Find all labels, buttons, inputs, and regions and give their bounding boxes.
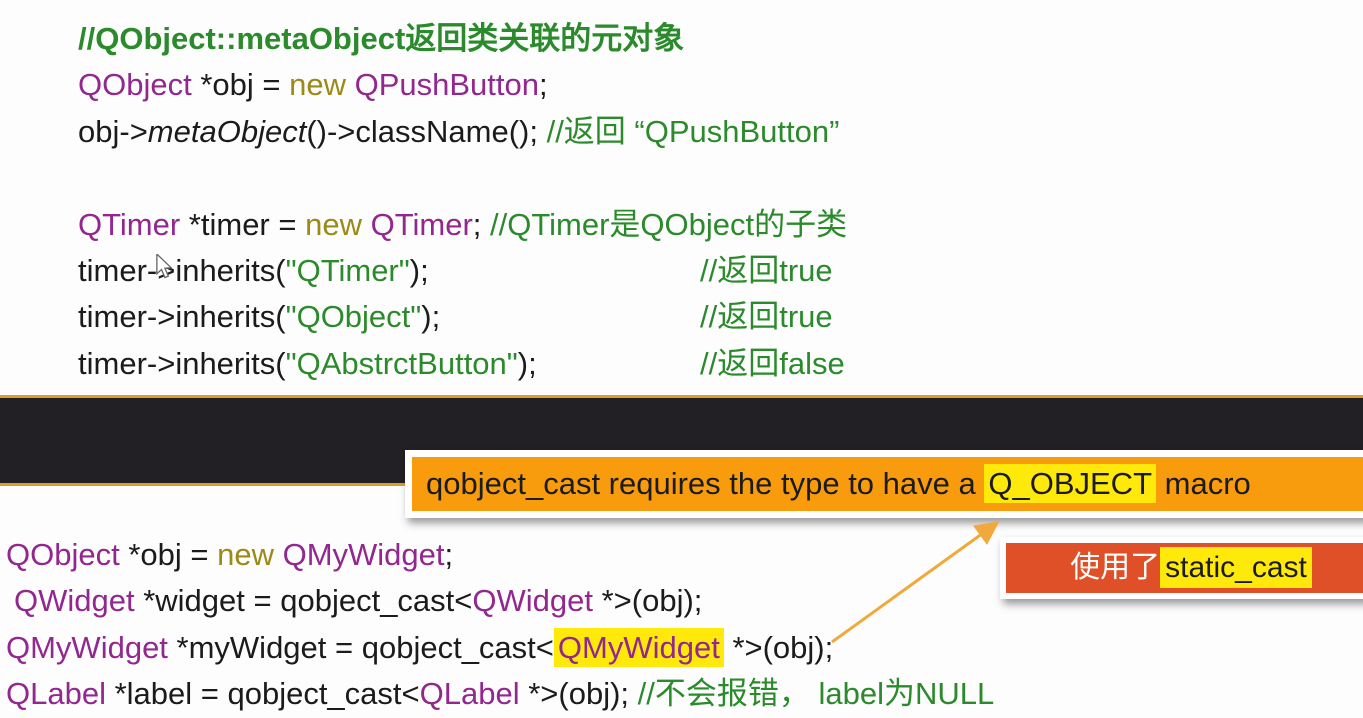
code-segment: QTimer [370, 206, 473, 242]
code-segment: "QAbstrctButton" [285, 345, 518, 381]
code-line: QLabel *label = qobject_cast<QLabel *>(o… [6, 671, 1363, 717]
code-segment: static_cast [1160, 547, 1312, 588]
code-segment: qobject_cast requires the type to have a [426, 466, 985, 501]
code-line [78, 155, 1358, 201]
code-segment: 使用了 [1070, 551, 1161, 584]
code-line: QTimer *timer = new QTimer; //QTimer是QOb… [78, 202, 1358, 248]
code-segment: ; [444, 537, 454, 572]
code-segment: "QObject" [285, 299, 422, 335]
code-segment: *timer = [180, 206, 306, 242]
inline-comment: //返回false [700, 345, 845, 381]
code-segment: ); [409, 252, 429, 288]
code-segment: QMyWidget [282, 537, 445, 572]
code-segment: //QObject::metaObject返回类关联的元对象 [78, 21, 685, 56]
code-segment: QWidget [472, 583, 593, 619]
callout-qobject-cast-text: qobject_cast requires the type to have a… [412, 457, 1363, 511]
code-line: QObject *obj = new QMyWidget; [6, 532, 1363, 578]
code-segment: timer->inherits( [78, 299, 286, 335]
code-segment: ); [421, 299, 441, 335]
code-line: QObject *obj = new QPushButton; [78, 62, 1358, 108]
code-segment: //不会报错， label为NULL [637, 676, 995, 712]
code-line: obj->metaObject()->className(); //返回 “QP… [78, 109, 1358, 155]
code-segment: timer->inherits( [78, 345, 286, 381]
code-segment: QMyWidget [6, 629, 168, 665]
code-line: //QObject::metaObject返回类关联的元对象 [78, 16, 1358, 62]
code-segment: ; [472, 206, 491, 242]
code-segment: *obj = [119, 537, 218, 572]
code-line: timer->inherits("QAbstrctButton"); //返回fa… [78, 341, 1358, 387]
code-segment: new [289, 67, 346, 103]
code-segment: ; [539, 67, 548, 103]
code-segment: obj-> [78, 113, 148, 149]
code-segment: QMyWidget [553, 627, 724, 667]
code-segment: QLabel [6, 676, 106, 712]
code-segment: QLabel [419, 676, 520, 712]
code-segment: QPushButton [354, 67, 539, 103]
code-segment [346, 67, 355, 102]
code-segment: *>(obj); [519, 676, 638, 712]
code-segment [274, 537, 283, 572]
code-line: timer->inherits("QObject"); //返回true [78, 294, 1358, 340]
code-segment: macro [1156, 466, 1251, 501]
code-segment: *>(obj); [593, 583, 703, 619]
code-segment: //返回 “QPushButton” [546, 113, 840, 149]
code-line: QWidget *widget = qobject_cast<QWidget *… [6, 578, 1363, 624]
code-segment: ()->className(); [306, 113, 547, 149]
code-segment: *label = qobject_cast< [105, 676, 420, 712]
code-segment: ); [517, 345, 537, 381]
inline-comment: //返回true [700, 252, 833, 288]
code-segment: QObject [78, 67, 192, 103]
code-segment: timer->inherits( [78, 252, 286, 288]
code-segment: QWidget [14, 583, 135, 619]
code-segment: //QTimer是QObject的子类 [490, 206, 848, 242]
code-segment [362, 207, 371, 242]
code-segment: metaObject [147, 113, 307, 149]
code-segment: new [217, 537, 274, 572]
code-line: timer->inherits("QTimer"); //返回true [78, 248, 1358, 294]
code-segment: *myWidget = qobject_cast< [167, 629, 554, 665]
code-segment: new [305, 206, 362, 242]
code-segment: "QTimer" [285, 252, 410, 288]
code-line: QMyWidget *myWidget = qobject_cast<QMyWi… [6, 625, 1363, 671]
code-segment: *>(obj); [723, 629, 834, 665]
code-segment: *widget = qobject_cast< [134, 583, 473, 619]
code-segment: QObject [6, 537, 120, 572]
code-segment: QTimer [78, 206, 181, 242]
code-segment: Q_OBJECT [984, 464, 1157, 503]
callout-qobject-cast-note: qobject_cast requires the type to have a… [405, 450, 1363, 518]
bottom-code-block: QObject *obj = new QMyWidget;QWidget *wi… [6, 532, 1363, 718]
code-segment: *obj = [191, 67, 290, 103]
inline-comment: //返回true [700, 299, 833, 335]
